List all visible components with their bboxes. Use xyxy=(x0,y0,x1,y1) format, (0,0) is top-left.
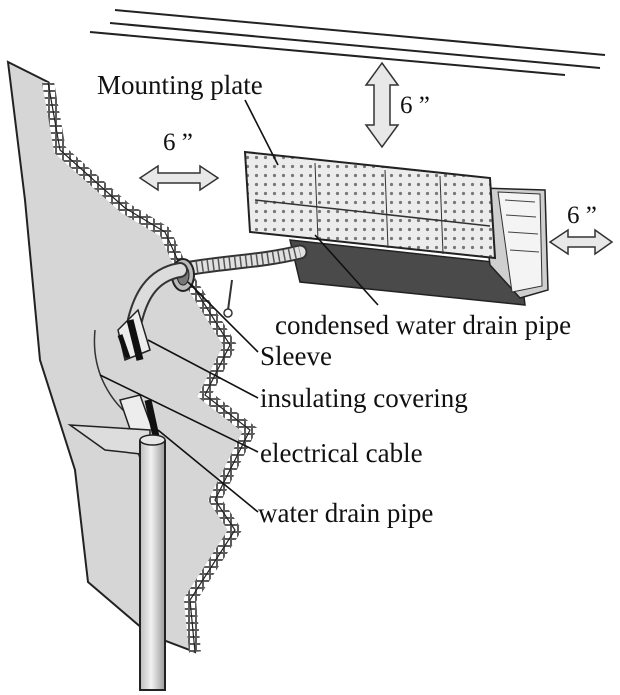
leader-lines xyxy=(99,99,379,513)
right-clearance-label: 6 ” xyxy=(567,202,597,229)
vertical-drain-pipe xyxy=(139,434,166,691)
insulating-covering-label: insulating covering xyxy=(260,383,468,413)
clearance-arrow-left xyxy=(138,164,220,192)
mounting-plate-label: Mounting plate xyxy=(97,70,263,100)
left-clearance-label: 6 ” xyxy=(163,129,193,156)
piping-bundle xyxy=(67,262,188,459)
indoor-unit xyxy=(289,187,549,306)
electrical-cable-label: electrical cable xyxy=(260,438,423,468)
water-drain-pipe-label: water drain pipe xyxy=(258,498,434,528)
condensed-water-drain-pipe-label: condensed water drain pipe xyxy=(275,310,572,340)
mounting-plate xyxy=(243,150,497,260)
clearance-arrow-right xyxy=(548,228,614,256)
sleeve-label: Sleeve xyxy=(260,341,332,371)
clearance-arrow-top xyxy=(364,61,400,149)
ceiling-lines xyxy=(89,9,606,76)
top-clearance-label: 6 ” xyxy=(400,92,430,119)
